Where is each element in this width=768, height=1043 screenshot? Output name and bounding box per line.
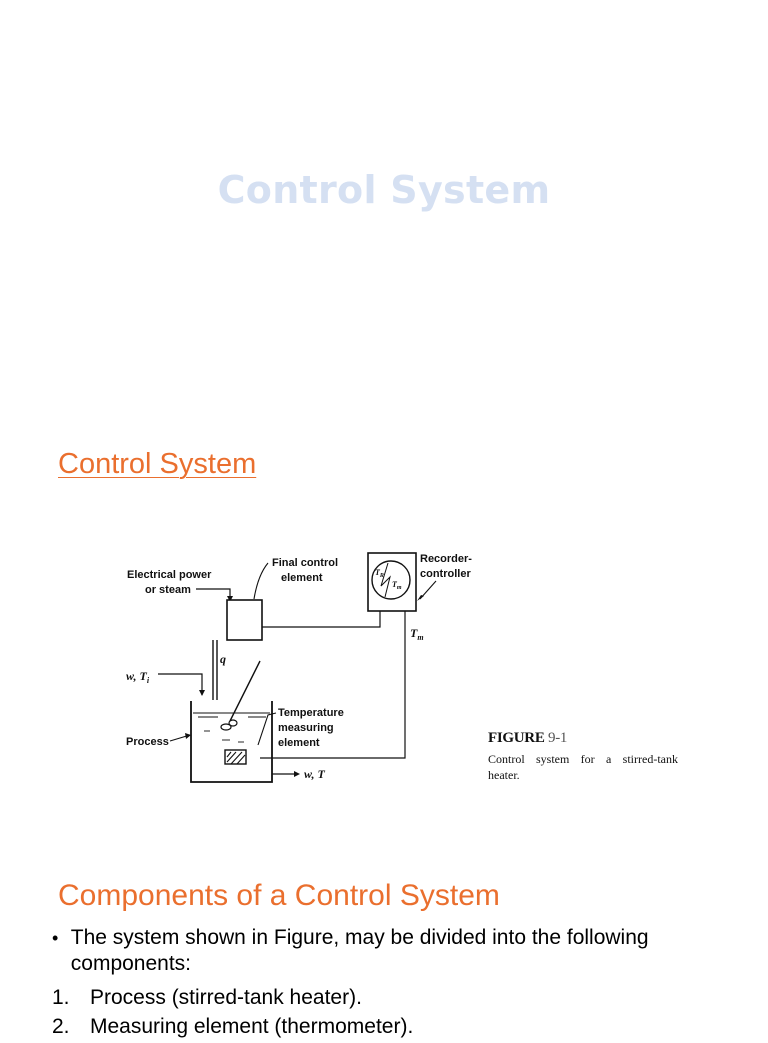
list-item: 2. Measuring element (thermometer). [52, 1014, 732, 1043]
temp-label-line3: element [278, 737, 320, 749]
recorder-needle [380, 562, 391, 598]
stirrer-blade-2 [228, 719, 238, 727]
temp-pointer [257, 712, 277, 746]
components-content: • The system shown in Figure, may be div… [52, 925, 732, 1043]
dial-tr: TR [375, 568, 384, 579]
stirred-tank-heater-diagram: Electrical power or steam Final control … [126, 552, 472, 783]
list-item-text: Process (stirred-tank heater). [90, 986, 362, 1009]
final-label-line2: element [281, 572, 323, 584]
recorder-arrowhead [417, 595, 424, 601]
list-item: 1. Process (stirred-tank heater). [52, 985, 732, 1014]
list-item-text: Measuring element (thermometer). [90, 1015, 414, 1038]
slide-title: Control System [217, 168, 551, 212]
recorder-label-line2: controller [420, 568, 471, 580]
inlet-arrow [158, 673, 203, 695]
control-system-figure: Electrical power or steam Final control … [118, 545, 478, 800]
recorder-label-line1: Recorder- [420, 553, 472, 565]
power-label-line1: Electrical power [127, 569, 212, 581]
caption-number: 9-1 [548, 730, 568, 746]
components-list: 1. Process (stirred-tank heater). 2. Mea… [52, 985, 732, 1043]
controller-to-final-wire [262, 611, 381, 628]
outlet-arrowhead [294, 771, 300, 777]
process-label: Process [126, 736, 169, 748]
recorder-dial [371, 560, 411, 600]
stirrer-shaft [229, 660, 261, 722]
section-title-control-system: Control System [58, 448, 257, 480]
dial-tm: Tm [392, 580, 402, 591]
final-pointer [253, 562, 269, 600]
recorder-box [367, 552, 417, 612]
caption-label: FIGURE [488, 730, 545, 746]
power-arrow [196, 588, 231, 601]
list-item-number: 1. [52, 986, 70, 1009]
bullet-item: • The system shown in Figure, may be div… [52, 925, 732, 977]
sensor-to-controller-wire [260, 611, 406, 759]
caption-text: Control system for a stirred-tank heater… [488, 752, 678, 782]
temp-label-line2: measuring [278, 722, 334, 734]
inlet-label: w, Ti [126, 669, 150, 685]
figure-caption: FIGURE 9-1 Control system for a stirred-… [488, 730, 678, 783]
list-item-number: 2. [52, 1015, 70, 1038]
final-label-line1: Final control [272, 557, 338, 569]
stirrer-blade [220, 723, 232, 731]
final-control-box [226, 599, 263, 641]
section-title-components: Components of a Control System [58, 879, 500, 912]
temp-label-line1: Temperature [278, 707, 344, 719]
process-arrowhead [185, 733, 191, 739]
outlet-label: w, T [304, 767, 326, 781]
power-label-line2: or steam [145, 584, 191, 596]
caption-heading: FIGURE 9-1 [488, 730, 678, 747]
tank [190, 701, 273, 783]
sensor-hatch [226, 751, 246, 765]
bullet-dot: • [52, 928, 59, 948]
bullet-text: The system shown in Figure, may be divid… [70, 926, 649, 975]
power-arrowhead [227, 596, 233, 602]
tm-signal-label: Tm [410, 626, 424, 642]
inlet-arrowhead [199, 690, 205, 696]
q-label: q [220, 652, 226, 666]
